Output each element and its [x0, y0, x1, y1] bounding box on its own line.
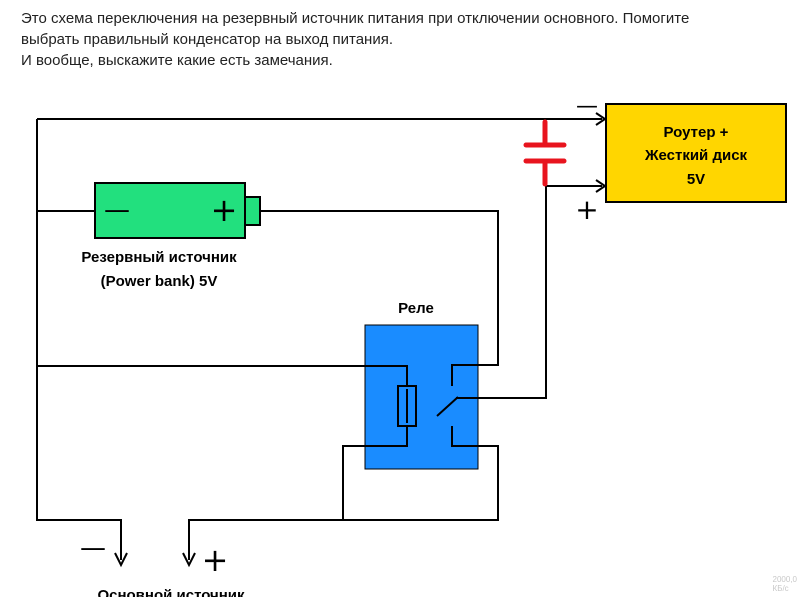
- power-bank-label-2: (Power bank) 5V: [101, 273, 218, 290]
- relay-wire-contact-nc: [451, 364, 478, 386]
- post-text: Это схема переключения на резервный исто…: [21, 8, 791, 71]
- arrow-heads: [114, 112, 607, 568]
- arrow-main-negative-icon: [114, 552, 128, 568]
- main-source: — + Основной источник: [80, 533, 245, 597]
- power-bank: — + Резервный источник (Power bank) 5V: [81, 182, 261, 290]
- relay-coil: [397, 385, 417, 427]
- post-line-1: Это схема переключения на резервный исто…: [21, 10, 690, 27]
- main-source-minus: —: [80, 533, 106, 563]
- capacitor: [523, 119, 567, 187]
- relay-wire-coil-bottom: [365, 426, 408, 447]
- post-line-2: выбрать правильный конденсатор на выход …: [21, 31, 393, 48]
- router-label-2: Жесткий диск: [644, 147, 748, 164]
- relay-wire-contact-no: [451, 426, 478, 447]
- arrow-main-positive-icon: [182, 552, 196, 568]
- power-bank-label-1: Резервный источник: [81, 249, 237, 266]
- main-source-label: Основной источник: [97, 587, 245, 597]
- relay-label: Реле: [398, 300, 434, 317]
- relay: Реле: [364, 300, 479, 470]
- router-minus: —: [576, 94, 598, 119]
- speed-unit: КБ/с: [772, 584, 789, 593]
- wire-coil-negative: [37, 365, 408, 386]
- wire-left-rail: [36, 119, 122, 560]
- relay-wire-common: [436, 396, 478, 417]
- router-label-1: Роутер +: [664, 124, 729, 141]
- relay-wire-coil-top: [365, 365, 408, 386]
- power-bank-terminal: [244, 196, 261, 226]
- router-label-3: 5V: [687, 171, 705, 188]
- speed-indicator: 2000,0 КБ/с: [773, 575, 797, 593]
- router-block: Роутер + Жесткий диск 5V — +: [575, 94, 787, 226]
- router-plus: +: [575, 193, 598, 226]
- router-box: [605, 103, 787, 203]
- power-bank-minus: —: [104, 195, 130, 225]
- post-line-3: И вообще, выскажите какие есть замечания…: [21, 52, 333, 69]
- main-source-plus: +: [202, 541, 229, 579]
- speed-value: 2000,0: [772, 575, 797, 584]
- power-bank-plus: +: [211, 191, 238, 229]
